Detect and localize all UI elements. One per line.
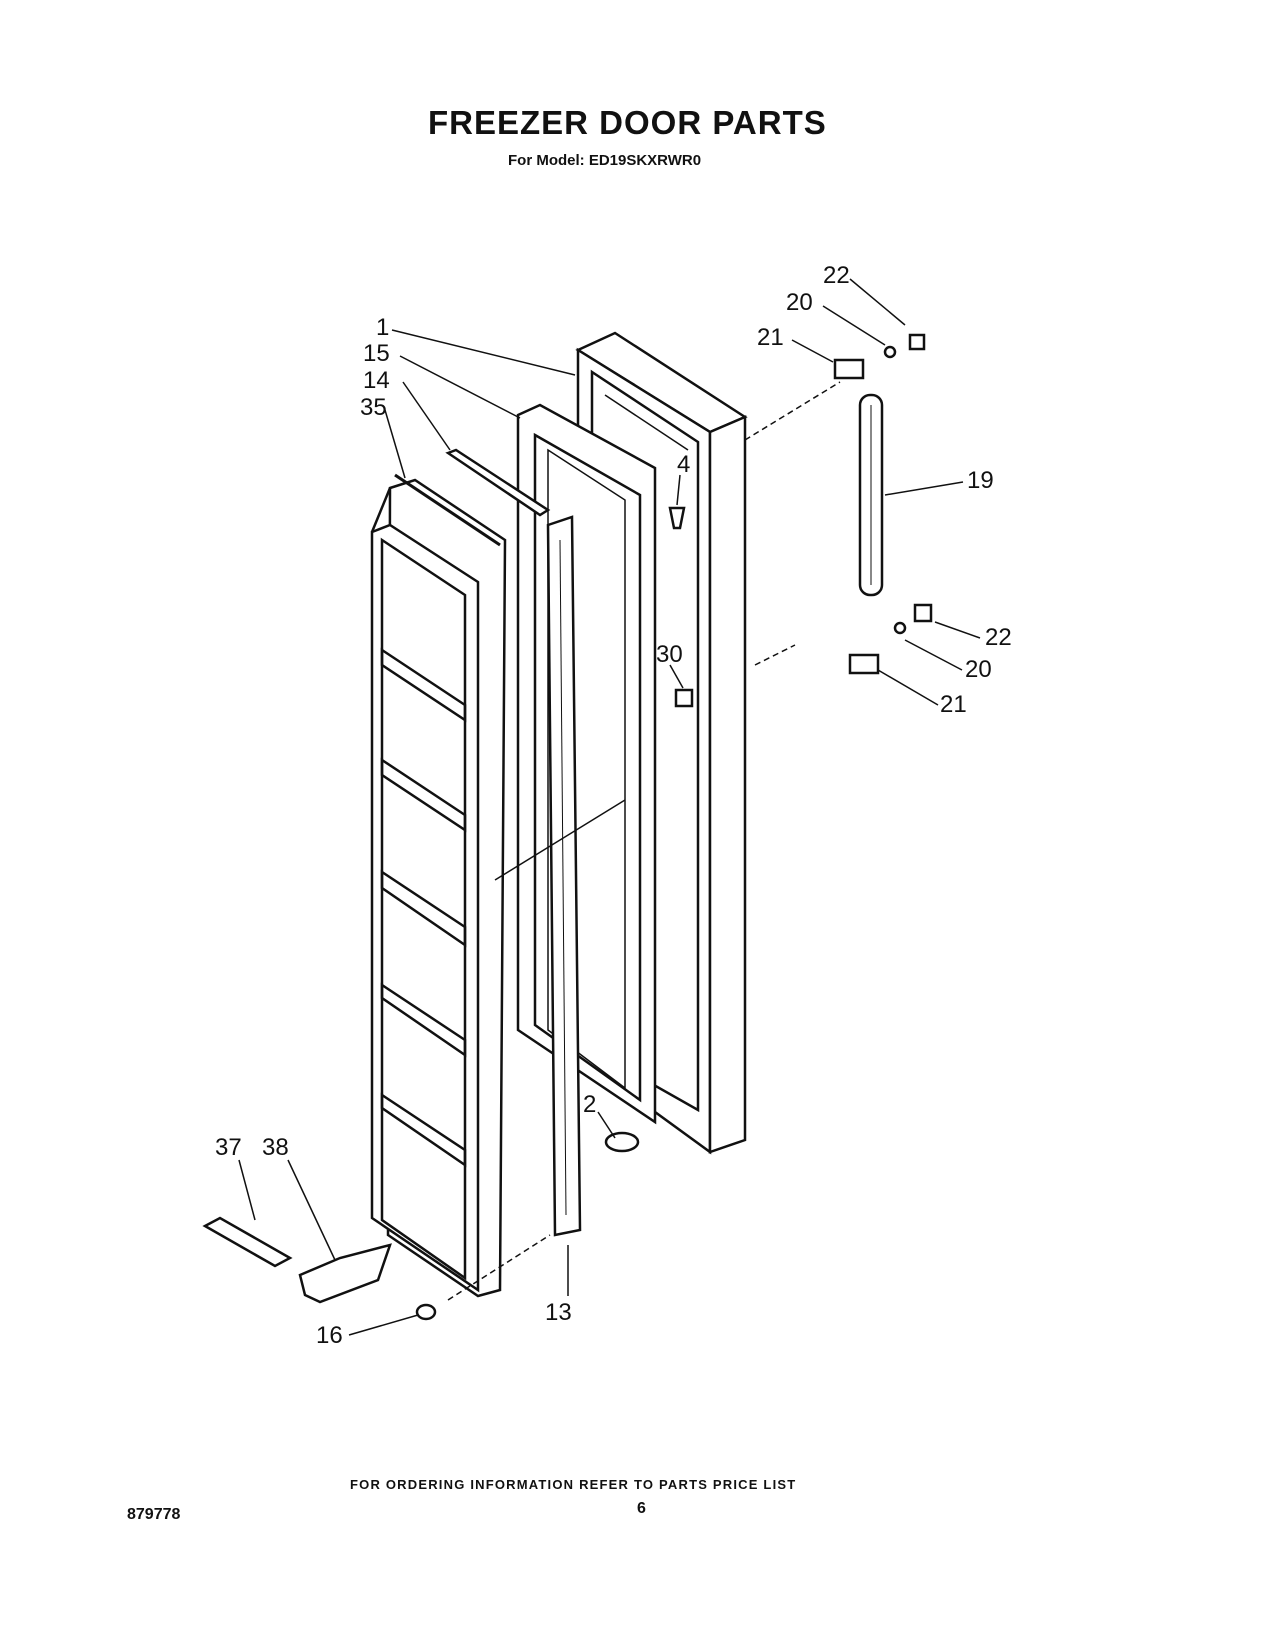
callout-37: 37 [215,1134,242,1161]
callout-20-upper: 20 [786,289,813,316]
part-37-grille [202,1216,293,1268]
upper-hinge-21 [833,358,865,380]
hinge-bar-19 [858,393,884,597]
ordering-note: FOR ORDERING INFORMATION REFER TO PARTS … [350,1477,797,1492]
lower-cap-22 [913,603,933,623]
callout-14: 14 [363,367,390,394]
callout-20-lower: 20 [965,656,992,683]
callout-1: 1 [376,314,389,341]
document-number: 879778 [127,1506,181,1523]
part-2 [604,1131,640,1153]
callout-22-lower: 22 [985,624,1012,651]
door-liner [370,478,507,1298]
callout-21-lower: 21 [940,691,967,718]
lower-hinge-21 [848,653,880,675]
callout-35: 35 [360,394,387,421]
upper-screw-20 [883,345,897,359]
part-16 [415,1303,437,1321]
door-strip [546,515,582,1237]
model-subtitle: For Model: ED19SKXRWR0 [508,152,702,169]
callout-19: 19 [967,467,994,494]
callout-16: 16 [316,1322,343,1349]
page-title: FREEZER DOOR PARTS [428,104,827,141]
callout-30: 30 [656,641,683,668]
part-14-bar [445,448,551,517]
callout-13: 13 [545,1299,572,1326]
callout-21-upper: 21 [757,324,784,351]
part-38-bracket [298,1243,392,1304]
upper-cap-22 [908,333,926,351]
callout-15: 15 [363,340,390,367]
callout-38: 38 [262,1134,289,1161]
callout-4: 4 [677,451,690,478]
callout-22-upper: 22 [823,262,850,289]
page-number: 6 [637,1500,646,1517]
part-30 [674,688,694,708]
callout-2: 2 [583,1091,596,1118]
lower-screw-20 [893,621,907,635]
plug-4 [668,506,686,530]
